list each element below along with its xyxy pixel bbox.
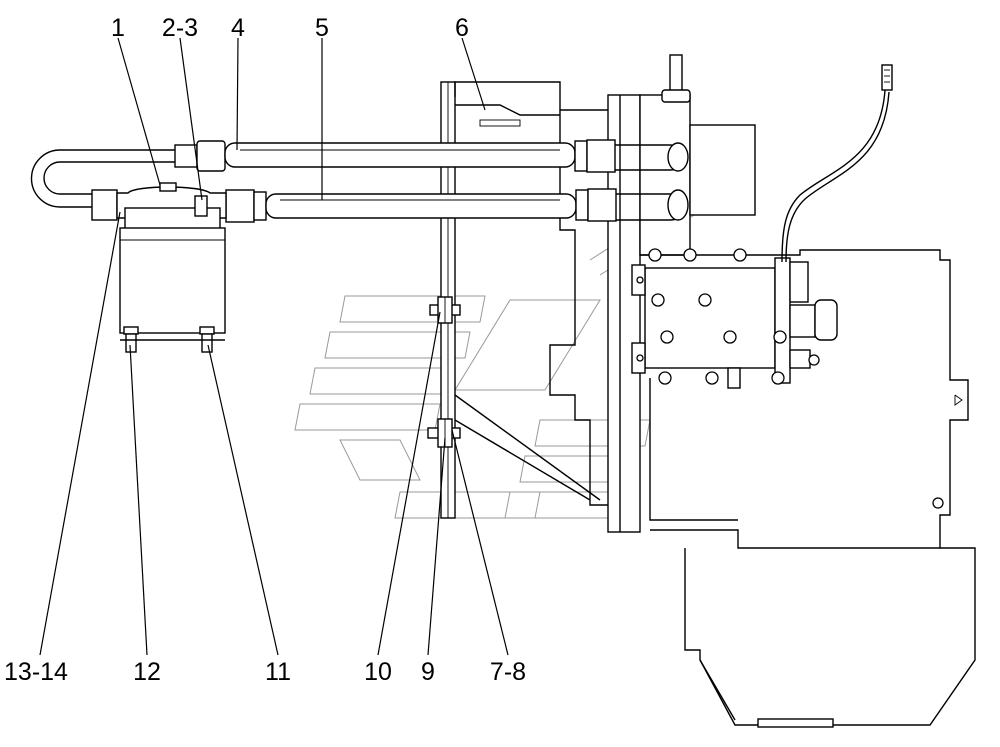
- leader-lines: [39, 37, 509, 656]
- callout-5: 5: [315, 14, 329, 42]
- upper-hose: [174, 139, 689, 173]
- callout-1: 1: [111, 14, 125, 42]
- lifting-eye: [661, 54, 691, 103]
- callout-6: 6: [455, 14, 469, 42]
- filter-canister: [119, 227, 226, 353]
- frame-plate: [607, 94, 756, 533]
- callout-12: 12: [133, 658, 161, 686]
- callout-13-14: 13-14: [4, 658, 68, 686]
- callout-11: 11: [265, 658, 291, 686]
- lower-hose: [91, 188, 689, 223]
- callout-9: 9: [421, 658, 435, 686]
- u-bend-pipe: [30, 149, 175, 208]
- transmission-body: [640, 249, 976, 728]
- plate-bolt-lower: [427, 418, 461, 448]
- filter-head: [116, 182, 227, 231]
- plate-bolt-upper: [429, 296, 461, 324]
- sensor-cable: [781, 64, 893, 263]
- valve-block: [631, 248, 838, 389]
- housing-bracket: [454, 81, 620, 506]
- callout-2-3: 2-3: [162, 14, 198, 42]
- callout-7-8: 7-8: [490, 658, 526, 686]
- callout-4: 4: [231, 14, 245, 42]
- callout-10: 10: [364, 658, 392, 686]
